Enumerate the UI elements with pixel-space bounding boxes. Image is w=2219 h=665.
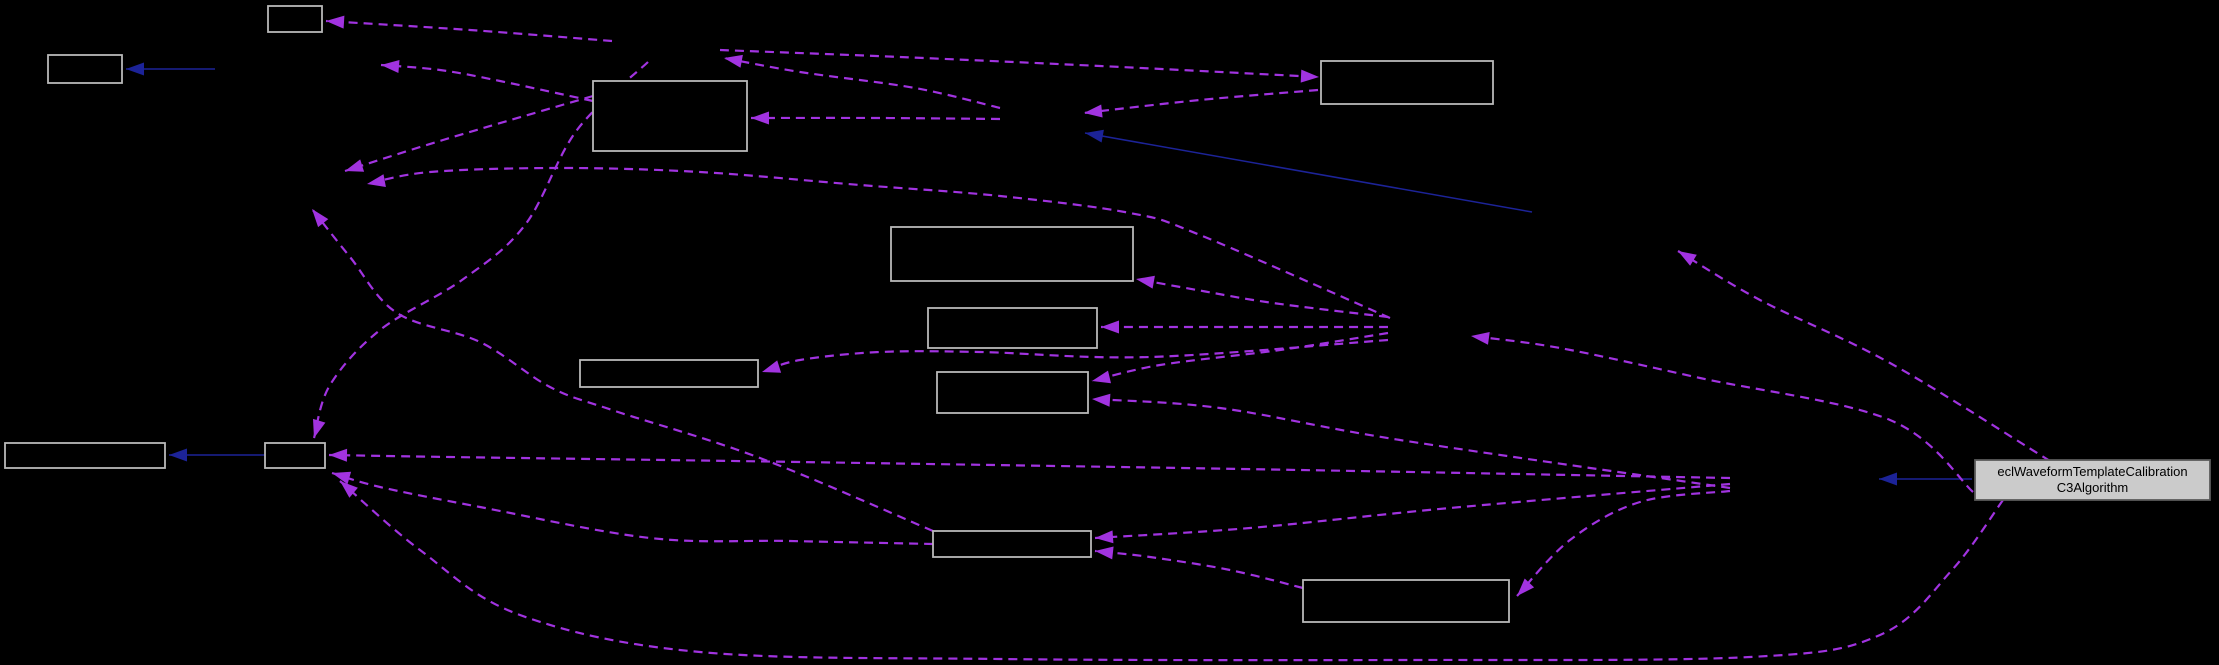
arrowhead-solid: [1085, 129, 1104, 143]
edge-x7-to-K: [1094, 482, 1731, 544]
arrowhead-dashed: [381, 60, 400, 73]
edge-x6-to-x5: [366, 166, 1391, 320]
node-box[interactable]: [1320, 60, 1494, 105]
graph-node-F[interactable]: [927, 307, 1098, 349]
arrowhead-dashed: [1095, 530, 1114, 544]
edge-x2-to-C: [750, 111, 1001, 125]
arrowhead-dashed: [762, 360, 782, 373]
edge-x6-to-E: [1135, 275, 1389, 319]
arrowhead-dashed: [367, 174, 386, 187]
node-box[interactable]: [4, 442, 166, 469]
arrowhead-dashed: [1517, 578, 1535, 596]
graph-node-eclWaveformTemplateCalibrationC3Algorithm: eclWaveformTemplateCalibrationC3Algorith…: [1974, 459, 2211, 501]
highlight-node-label-line1: eclWaveformTemplateCalibration: [1997, 464, 2187, 479]
edge-M-to-x6: [1470, 332, 1974, 493]
arrowhead-dashed: [340, 481, 358, 498]
edge-x6-to-H: [1091, 331, 1389, 384]
arrowhead-dashed: [326, 15, 345, 29]
node-box[interactable]: [936, 371, 1089, 414]
graph-node-B[interactable]: [47, 54, 123, 84]
edge-x1-to-J: [312, 61, 649, 439]
edge-M-to-x7: [1879, 472, 1972, 486]
edge-K-to-J: [331, 471, 934, 546]
graph-node-A[interactable]: [267, 5, 323, 33]
graph-node-K[interactable]: [932, 530, 1092, 558]
arrowhead-dashed: [329, 448, 348, 462]
edge-x1-to-A: [325, 15, 613, 43]
edge-D-to-x2: [1083, 88, 1319, 118]
edge-x2-to-x1: [723, 54, 1001, 110]
graph-node-E[interactable]: [890, 226, 1134, 282]
node-box[interactable]: [890, 226, 1134, 282]
edge-M-to-x4: [1677, 250, 2051, 462]
arrowhead-dashed: [1471, 332, 1490, 345]
edge-M-to-J: [339, 480, 2004, 662]
edge-x1-to-D: [719, 48, 1320, 83]
graph-node-J[interactable]: [264, 442, 326, 469]
arrowhead-dashed: [313, 418, 326, 438]
graph-node-G[interactable]: [579, 359, 759, 388]
arrowhead-dashed: [1300, 69, 1319, 83]
arrowhead-dashed: [751, 111, 769, 125]
node-box[interactable]: [592, 80, 748, 152]
arrowhead-dashed: [1101, 320, 1119, 334]
edge-x6-to-F: [1101, 320, 1388, 334]
edge-K-to-x5: [311, 208, 934, 533]
arrowhead-dashed: [1095, 546, 1114, 560]
node-box[interactable]: [927, 307, 1098, 349]
arrowhead-dashed: [332, 471, 352, 485]
graph-node-I[interactable]: [4, 442, 166, 469]
edge-C-to-x5: [344, 94, 594, 173]
arrowhead-dashed: [345, 159, 365, 172]
edge-L-to-K: [1094, 546, 1304, 590]
node-box[interactable]: [267, 5, 323, 33]
graph-node-L[interactable]: [1302, 579, 1510, 623]
arrowhead-solid: [169, 448, 187, 462]
arrowhead-solid: [1879, 472, 1897, 486]
arrowhead-dashed: [1092, 393, 1111, 407]
node-box[interactable]: [47, 54, 123, 84]
arrowhead-dashed: [724, 54, 743, 68]
edge-x7-to-J: [328, 448, 1731, 480]
node-box[interactable]: [1302, 579, 1510, 623]
highlight-node-box: [1974, 459, 2211, 501]
arrowhead-dashed: [1678, 251, 1697, 266]
edge-x3-to-x2: [1084, 129, 1533, 213]
node-box[interactable]: [932, 530, 1092, 558]
arrowhead-dashed: [1136, 275, 1155, 289]
edge-x6-to-G: [761, 338, 1389, 374]
arrowhead-dashed: [1084, 104, 1103, 118]
arrowhead-solid: [126, 62, 144, 76]
graph-node-D[interactable]: [1320, 60, 1494, 105]
graph-node-H[interactable]: [936, 371, 1089, 414]
highlight-node-label-line2: C3Algorithm: [2057, 480, 2129, 495]
edge-x8-to-B: [126, 62, 215, 76]
arrowhead-dashed: [312, 209, 329, 228]
edge-C-to-x8: [380, 60, 594, 103]
graph-node-C[interactable]: [592, 80, 748, 152]
node-box[interactable]: [264, 442, 326, 469]
arrowhead-dashed: [1092, 370, 1111, 384]
edge-J-to-I: [169, 448, 265, 462]
edge-x7-to-L: [1516, 489, 1731, 597]
node-box[interactable]: [579, 359, 759, 388]
edge-x7-to-H: [1091, 393, 1731, 490]
